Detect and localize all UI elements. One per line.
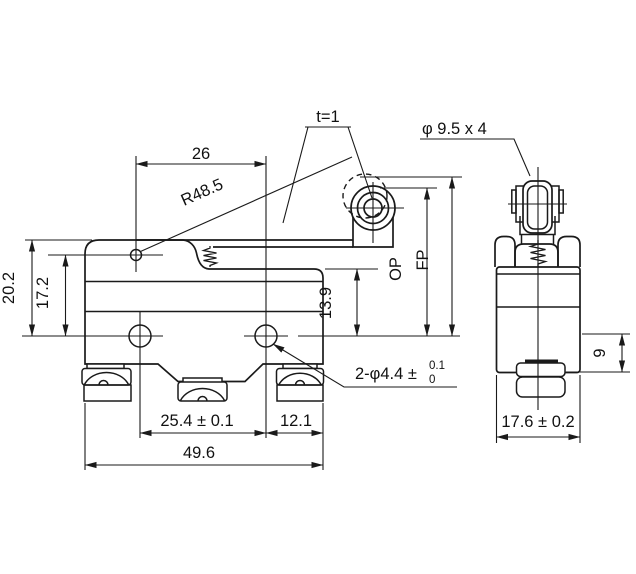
op-label: OP [387,257,405,281]
side-ear-right [557,235,581,267]
roller-size-label: φ 9.5 x 4 [422,120,487,138]
dim-9: 9 [566,333,630,373]
dim-20-2: 20.2 [0,239,92,337]
dim-25-4: 25.4 ± 0.1 [139,412,267,437]
radius-label: R48.5 [178,175,226,209]
roller-bracket [352,213,394,248]
lever-arm [136,213,394,248]
dim-13-9-label: 13.9 [317,287,335,319]
mounting-hole-label: 2-φ4.4 ± [355,365,417,383]
dim-thickness: t=1 [282,108,373,224]
screw-terminals [81,363,325,402]
dim-17-6: 17.6 ± 0.2 [495,375,581,443]
fp-label: FP [414,249,432,270]
side-terminal-slot [525,359,558,364]
mounting-hole-tol-upper: 0.1 [429,360,445,372]
dim-13-9: 13.9 [317,268,378,337]
dim-26-label: 26 [192,145,210,163]
side-ear-left [494,235,516,267]
side-terminal [515,359,566,398]
thickness-label: t=1 [316,108,339,126]
dim-17-2: 17.2 [34,254,69,337]
dim-49-6-label: 49.6 [183,444,215,462]
dim-op-fp: OP FP [298,176,462,337]
dim-17-6-label: 17.6 ± 0.2 [501,413,574,431]
dim-12-1: 12.1 [265,403,324,470]
plunger-spring [201,246,219,267]
dimensions: 26 R48.5 t=1 φ 9.5 x 4 20.2 17.2 [0,108,630,470]
dim-17-2-label: 17.2 [34,277,52,309]
dim-12-1-label: 12.1 [280,412,312,430]
dim-49-6: 49.6 [84,403,324,470]
dim-20-2-label: 20.2 [0,272,18,304]
dim-mounting-holes: 2-φ4.4 ± 0.1 0 [272,343,457,388]
front-view [81,173,396,402]
body-seam-lines [85,280,323,313]
mounting-hole-tol-lower: 0 [429,374,435,386]
roller-free-position-dashed [342,173,388,219]
dim-roller-size: φ 9.5 x 4 [420,120,531,177]
dim-9-label: 9 [591,348,609,357]
dim-25-4-label: 25.4 ± 0.1 [160,412,233,430]
roller [342,173,396,231]
dim-radius: R48.5 [140,156,353,253]
dim-26: 26 [135,145,267,168]
